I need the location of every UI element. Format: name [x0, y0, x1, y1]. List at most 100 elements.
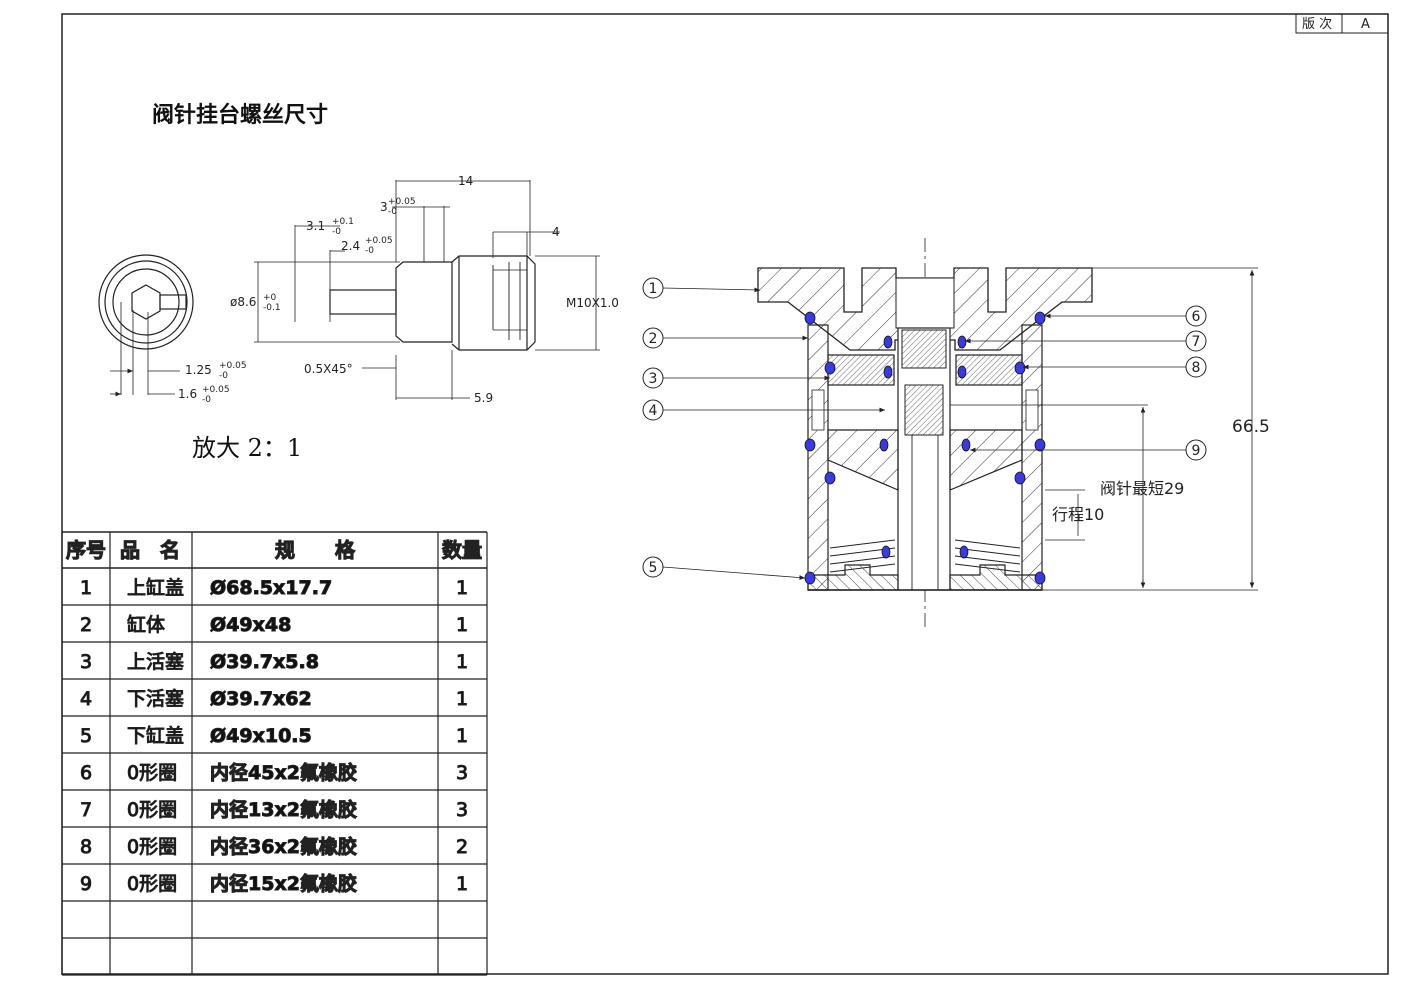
svg-text:-0: -0 [332, 227, 341, 237]
bom-header-0: 序号 [66, 538, 106, 562]
part-2-cylinder-right [1021, 324, 1043, 591]
svg-text:3: 3 [380, 200, 388, 214]
svg-text:1.6: 1.6 [178, 387, 197, 401]
bom-row-qty: 1 [456, 651, 468, 673]
screw-end-view [98, 254, 194, 395]
part-4-lower-piston [827, 429, 899, 491]
svg-text:6: 6 [1192, 309, 1201, 325]
bom-row-name: 下活塞 [127, 688, 184, 710]
svg-text:8: 8 [1192, 360, 1201, 376]
bom-row-qty: 2 [456, 836, 468, 858]
bom-row-qty: 1 [456, 577, 468, 599]
bom-row-spec: Ø68.5x17.7 [210, 577, 332, 599]
bom-row-no: 3 [80, 651, 92, 673]
dim-m10: M10X1.0 [566, 296, 619, 310]
svg-text:4: 4 [649, 403, 658, 419]
bom-row-name: 下缸盖 [127, 725, 184, 747]
dim-66.5: 66.5 [1232, 417, 1270, 437]
detail-title: 阀针挂台螺丝尺寸 [152, 102, 328, 128]
bom-row-spec: 内径36x2氟橡胶 [210, 835, 357, 858]
dim-stroke: 行程10 [1052, 505, 1104, 524]
svg-text:3.1: 3.1 [306, 219, 325, 233]
dim-needle-min: 阀针最短29 [1100, 479, 1184, 498]
dim-3: 3 +0.05 -0 [380, 197, 416, 217]
svg-text:+0.05: +0.05 [388, 197, 416, 207]
dim-2.4: 2.4 +0.05 -0 [341, 236, 393, 256]
bom-row-name: 上活塞 [127, 651, 184, 673]
bom-row-spec: 内径13x2氟橡胶 [210, 798, 357, 821]
svg-text:2.4: 2.4 [341, 239, 360, 253]
bom-row-spec: Ø39.7x5.8 [210, 651, 319, 673]
bom-row-no: 8 [80, 836, 92, 858]
bom-row-name: 0形圈 [127, 836, 177, 858]
svg-text:1: 1 [649, 281, 658, 297]
bom-row-qty: 1 [456, 873, 468, 895]
svg-text:7: 7 [1192, 334, 1201, 350]
bom-row-spec: Ø39.7x62 [210, 688, 312, 710]
revision-value: A [1361, 17, 1370, 32]
balloon-3: 3 [642, 367, 664, 389]
bom-row-qty: 1 [456, 614, 468, 636]
balloon-7: 7 [1185, 330, 1207, 352]
screw-side-view [329, 255, 536, 351]
svg-text:5: 5 [649, 560, 658, 576]
svg-text:1.25: 1.25 [185, 363, 212, 377]
part-2-cylinder-left [807, 324, 829, 591]
bom-row-no: 5 [80, 725, 92, 747]
dim-5.9: 5.9 [474, 391, 493, 405]
part-3-upper-piston-right [955, 354, 1023, 386]
svg-text:2: 2 [649, 331, 658, 347]
svg-text:-0: -0 [219, 371, 228, 381]
assembly-dims [950, 267, 1258, 591]
svg-text:-0: -0 [202, 395, 211, 405]
part-3-upper-piston-left [827, 354, 895, 386]
scale-note: 放大 2：1 [192, 434, 302, 462]
bom-header-3: 数量 [442, 538, 482, 562]
svg-text:9: 9 [1192, 443, 1201, 459]
revision-label: 版 次 [1302, 16, 1332, 32]
svg-text:-0: -0 [388, 207, 397, 217]
bom-row-spec: Ø49x48 [210, 614, 291, 636]
svg-text:-0.1: -0.1 [263, 303, 281, 313]
sheet-border [61, 13, 1389, 975]
svg-text:+0.05: +0.05 [202, 385, 230, 395]
bom-row-name: 缸体 [127, 614, 165, 636]
balloon-5: 5 [642, 556, 664, 578]
bom-row-name: 0形圈 [127, 762, 177, 784]
bom-row-no: 1 [80, 577, 92, 599]
svg-text:+0.05: +0.05 [365, 236, 393, 246]
svg-text:-0: -0 [365, 246, 374, 256]
assembly-section: 1 2 3 4 5 6 7 8 9 66.5 阀针最短29 行程10 [642, 238, 1270, 628]
dim-chamfer: 0.5X45° [304, 362, 353, 376]
dim-1.6: 1.6 +0.05 -0 [110, 385, 230, 405]
dim-4: 4 [552, 225, 560, 239]
bom-row-spec: Ø49x10.5 [210, 725, 312, 747]
bom-row-name: 0形圈 [127, 873, 177, 895]
bom-header-2: 规 格 [275, 538, 356, 562]
bom-row-qty: 3 [456, 799, 468, 821]
svg-text:3: 3 [649, 371, 658, 387]
balloon-4: 4 [642, 399, 664, 421]
bom-row-no: 9 [80, 873, 92, 895]
dim-dia-8.6: ø8.6 +0 -0.1 [230, 293, 281, 313]
bom-row-name: 0形圈 [127, 799, 177, 821]
bom-row-name: 上缸盖 [127, 577, 184, 599]
svg-text:+0.05: +0.05 [219, 361, 247, 371]
dim-14: 14 [458, 174, 473, 188]
bom-row-qty: 1 [456, 725, 468, 747]
svg-text:+0: +0 [263, 293, 277, 303]
balloon-2: 2 [642, 327, 664, 349]
screw-dim-lines [254, 180, 600, 400]
svg-text:+0.1: +0.1 [332, 217, 354, 227]
leaders [662, 287, 1186, 580]
o-rings [804, 311, 1046, 585]
balloon-9: 9 [1185, 439, 1207, 461]
bom-row-no: 6 [80, 762, 92, 784]
bom-row-spec: 内径15x2氟橡胶 [210, 872, 357, 895]
bom-row-no: 7 [80, 799, 92, 821]
svg-text:ø8.6: ø8.6 [230, 295, 256, 309]
bom-row-no: 4 [80, 688, 92, 710]
bom-row-qty: 1 [456, 688, 468, 710]
bom-row-spec: 内径45x2氟橡胶 [210, 761, 357, 784]
